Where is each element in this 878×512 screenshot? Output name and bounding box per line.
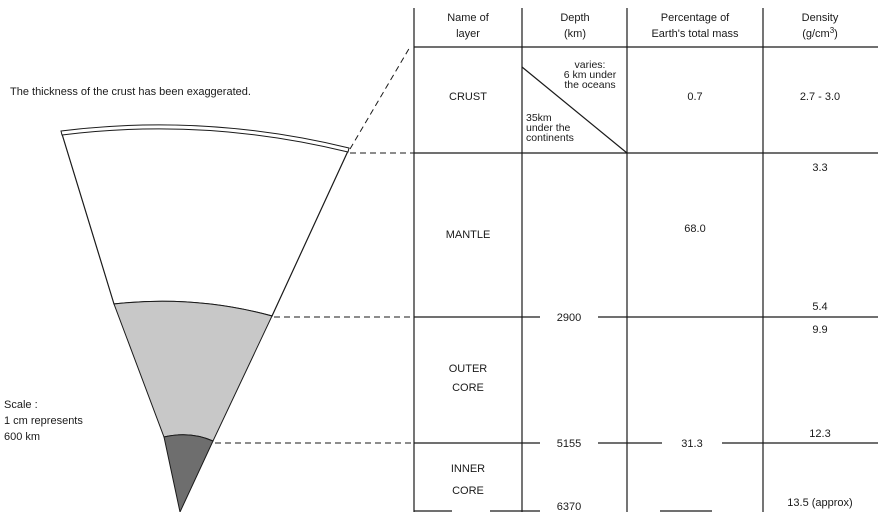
inner-core-name-1: INNER <box>451 463 485 475</box>
header-name-line-1: Name of <box>447 12 490 24</box>
depth-6370: 6370 <box>557 501 581 512</box>
mantle-row: 3.3 MANTLE 68.0 <box>446 162 828 241</box>
outer-core-density-top: 9.9 <box>812 324 827 336</box>
crust-mass: 0.7 <box>687 91 702 103</box>
mantle-mass: 68.0 <box>684 223 705 235</box>
outer-core-name-1: OUTER <box>449 363 488 375</box>
earth-wedge <box>61 125 349 512</box>
header-density-unit: (g/cm3) <box>802 26 838 40</box>
mantle-density-top: 3.3 <box>812 162 827 174</box>
crust-density: 2.7 - 3.0 <box>800 91 840 103</box>
crust-name: CRUST <box>449 91 487 103</box>
outer-core-region <box>114 301 272 441</box>
mantle-core-boundary: 2900 5.4 9.9 <box>557 301 828 336</box>
inner-core-row: INNER CORE 6370 13.5 (approx) <box>451 463 853 512</box>
inner-core-name-2: CORE <box>452 485 484 497</box>
header-mass-line-2: Earth's total mass <box>651 28 739 40</box>
mantle-region <box>62 128 348 316</box>
crust-depth-continent-3: continents <box>526 132 574 144</box>
header-density-line-1: Density <box>802 12 839 24</box>
header-depth-line-1: Depth <box>560 12 589 24</box>
crust-zoom-connector <box>350 47 410 149</box>
exaggeration-note: The thickness of the crust has been exag… <box>10 86 251 98</box>
scale-line-3: 600 km <box>4 431 40 443</box>
scale-line-2: 1 cm represents <box>4 415 83 427</box>
outer-core-row: OUTER CORE <box>449 363 488 394</box>
table-header: Name of layer Depth (km) Percentage of E… <box>447 12 839 40</box>
header-depth-line-2: (km) <box>564 28 586 40</box>
crust-row: CRUST varies: 6 km under the oceans 35km… <box>449 59 840 144</box>
core-mass: 31.3 <box>681 438 702 450</box>
crust-depth-ocean-3: the oceans <box>564 79 615 91</box>
inner-core-region <box>164 435 213 512</box>
depth-5155: 5155 <box>557 438 581 450</box>
outer-inner-boundary: 5155 31.3 12.3 <box>557 428 831 450</box>
outer-core-name-2: CORE <box>452 382 484 394</box>
mantle-name: MANTLE <box>446 229 491 241</box>
mantle-density-bottom: 5.4 <box>812 301 827 313</box>
header-mass-line-1: Percentage of <box>661 12 730 24</box>
header-name-line-2: layer <box>456 28 480 40</box>
outer-core-density-bottom: 12.3 <box>809 428 830 440</box>
scale-note: Scale : 1 cm represents 600 km <box>4 399 83 443</box>
depth-2900: 2900 <box>557 312 581 324</box>
scale-line-1: Scale : <box>4 399 38 411</box>
inner-core-density: 13.5 (approx) <box>787 497 852 509</box>
